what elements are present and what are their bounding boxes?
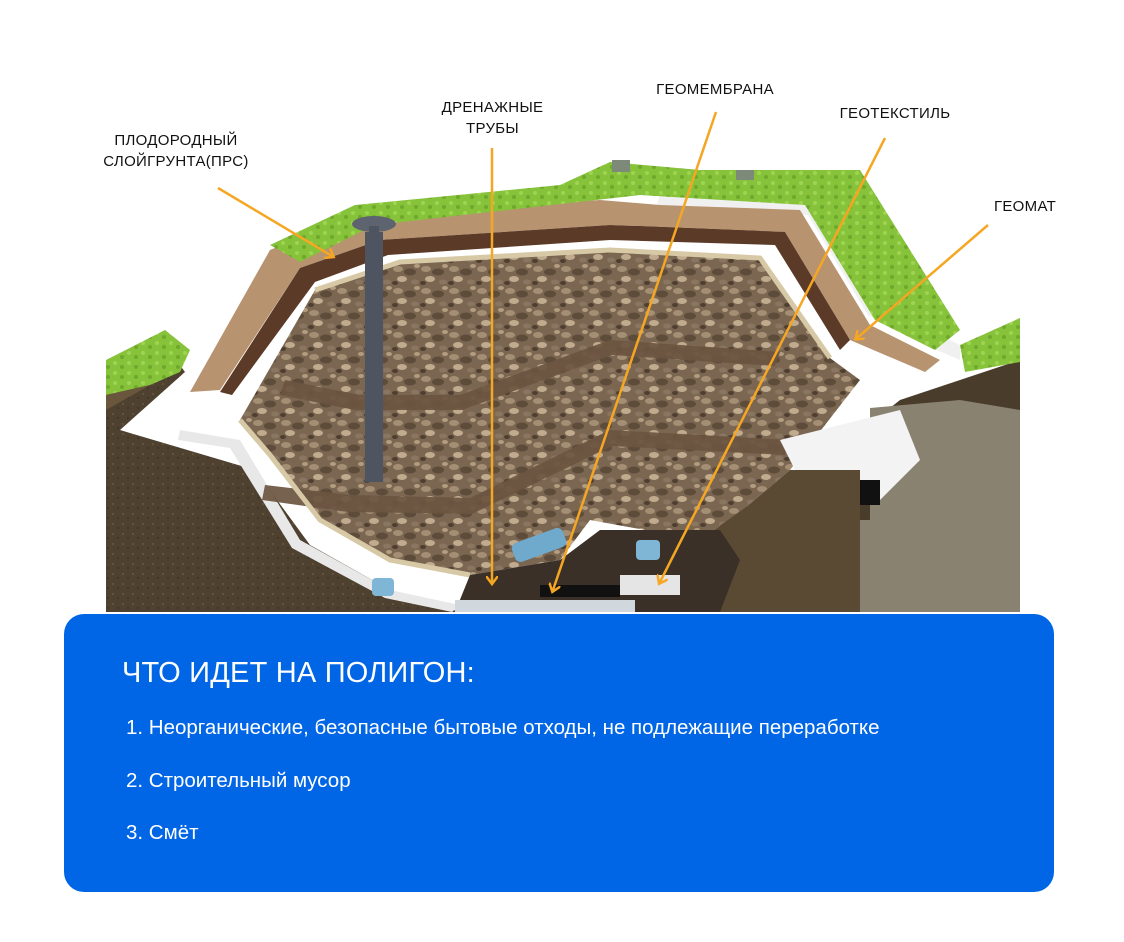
arrow-geomembrane xyxy=(553,111,718,590)
grass-left-corner xyxy=(106,330,190,395)
grass-cap xyxy=(270,162,960,350)
callout-line: ГЕОМЕМБРАНА xyxy=(656,81,774,98)
surface-marker xyxy=(612,160,630,172)
callout-geotextile: ГЕОТЕКСТИЛЬ xyxy=(815,103,975,124)
waste-types-list: 1. Неорганические, безопасные бытовые от… xyxy=(126,715,880,873)
callout-line: ТРУБЫ xyxy=(466,120,519,137)
arrow-geomat xyxy=(857,224,989,338)
callout-line: ГЕОМАТ xyxy=(993,198,1057,215)
callout-fertile-soil-layer: ПЛОДОРОДНЫЙ СЛОЙГРУНТА(ПРС) xyxy=(76,130,276,172)
clay-layer xyxy=(220,225,850,395)
intermediate-cover-1 xyxy=(280,340,780,410)
drainage-pipe-bottom xyxy=(455,600,635,612)
list-item: 3. Смёт xyxy=(126,821,199,844)
landfill-info-panel: ЧТО ИДЕТ НА ПОЛИГОН: 1. Неорганические, … xyxy=(64,614,1054,892)
ground-soil xyxy=(106,345,460,612)
arrow-geotextile xyxy=(660,137,887,582)
list-item: 2. Строительный мусор xyxy=(126,768,351,792)
info-title: ЧТО ИДЕТ НА ПОЛИГОН: xyxy=(122,657,475,689)
drainage-pipe-mid xyxy=(511,528,567,562)
callout-line: ГЕОТЕКСТИЛЬ xyxy=(839,105,951,122)
gas-vent-pipe xyxy=(365,232,383,482)
drainage-pipe-left xyxy=(372,578,394,596)
drainage-pipe-right xyxy=(636,540,660,560)
intermediate-cover-2 xyxy=(262,430,790,514)
callout-line: СЛОЙГРУНТА(ПРС) xyxy=(103,153,249,170)
grass-right-corner xyxy=(960,318,1020,372)
callout-geomat: ГЕОМАТ xyxy=(975,196,1075,217)
callout-drainage-pipes: ДРЕНАЖНЫЕ ТРУБЫ xyxy=(420,97,565,139)
callout-arrows xyxy=(217,111,989,590)
list-item: 1. Неорганические, безопасные бытовые от… xyxy=(126,716,880,739)
callout-line: ДРЕНАЖНЫЕ xyxy=(441,99,544,116)
callout-line: ПЛОДОРОДНЫЙ xyxy=(114,132,238,149)
liner-left xyxy=(178,430,460,612)
surface-marker xyxy=(736,170,754,180)
callout-geomembrane: ГЕОМЕМБРАНА xyxy=(630,79,800,100)
arrow-fertile-layer xyxy=(217,186,332,256)
